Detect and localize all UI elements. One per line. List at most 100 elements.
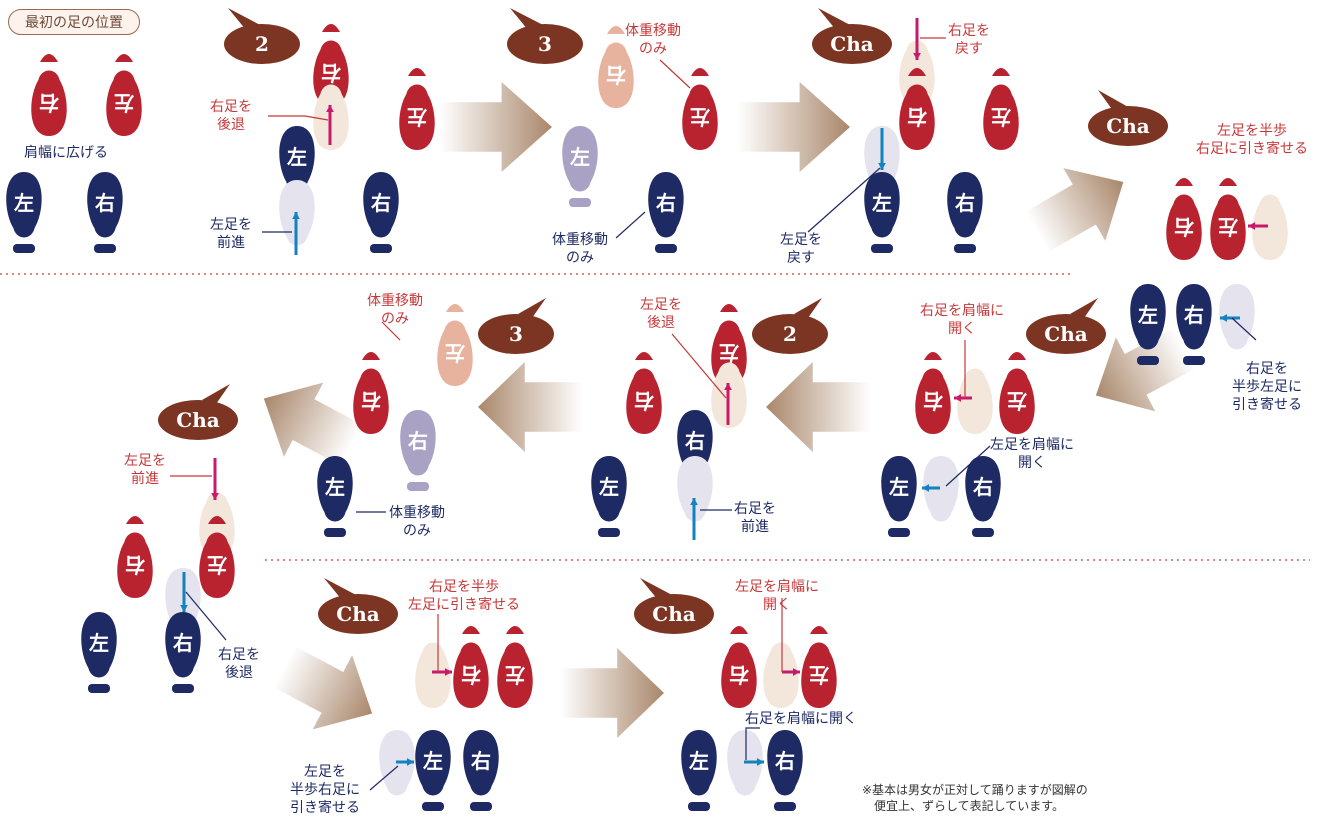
flow-arrow-8	[273, 646, 373, 730]
cha1-man-left: 左	[864, 172, 900, 253]
pointer-r23-w	[381, 321, 401, 341]
bubble-step-3-mid: 3	[478, 298, 554, 354]
r2cha-man-right2: 右	[965, 456, 1001, 537]
label-cha-left-return: 左足を戻す	[780, 232, 822, 266]
cha1-man-right: 右	[947, 172, 983, 253]
r3b-ghost-w	[763, 642, 799, 708]
move-arrow-r2-half	[1220, 314, 1240, 322]
pointer-r3b-m	[745, 727, 760, 760]
r2l-man-left: 左	[81, 612, 117, 693]
bubble-cha-mid-right: Cha	[1026, 298, 1106, 354]
foot-char: 右	[173, 631, 193, 655]
bubble-label: 3	[509, 322, 523, 346]
bubble-cha-bottom-2: Cha	[634, 578, 714, 634]
r2cha-woman-right: 右	[915, 352, 951, 434]
foot-char: 左	[690, 105, 710, 129]
move-arrow-r2-open-w	[954, 394, 972, 402]
foot-char: 左	[809, 663, 829, 687]
foot-char: 左	[991, 105, 1011, 129]
footnote: ※基本は男女が正対して踊りますが図解の 便宜上、ずらして表記しています。	[862, 783, 1088, 813]
foot-char: 右	[973, 475, 993, 499]
s2-woman-left: 左	[399, 68, 435, 150]
foot-char: 左	[114, 91, 134, 115]
label-r2-right-back: 右足を後退	[218, 647, 260, 681]
bubble-label: 2	[783, 322, 797, 346]
move-arrow-r3b-m	[744, 758, 764, 766]
label-r2-left-fwd: 左足を前進	[124, 453, 166, 487]
foot-char: 左	[14, 191, 34, 215]
bubble-label: Cha	[336, 602, 379, 626]
foot-char: 左	[207, 553, 227, 577]
foot-char: 右	[775, 749, 795, 773]
foot-char: 右	[907, 105, 927, 129]
bubble-label: 2	[255, 32, 269, 56]
pointer-r3a-m	[369, 765, 399, 791]
foot-char: 右	[361, 389, 381, 413]
flow-arrow-3	[1025, 168, 1124, 253]
foot-char: 右	[1174, 215, 1194, 239]
flow-arrow-7	[263, 382, 363, 466]
move-arrow-cha-left	[878, 128, 886, 170]
foot-char: 左	[599, 475, 619, 499]
bubble-label: Cha	[176, 408, 219, 432]
foot-char: 左	[1007, 389, 1027, 413]
pointer-r2l-m	[185, 591, 227, 641]
r22-woman-right: 右	[626, 352, 662, 434]
s3-woman-left: 左	[682, 68, 718, 150]
foot-char: 右	[39, 91, 59, 115]
label-s3-weight-top: 体重移動のみ	[625, 23, 681, 57]
foot-char: 左	[287, 145, 307, 169]
title-badge: 最初の足の位置	[8, 9, 140, 35]
foot-char: 左	[1138, 303, 1158, 327]
r2cha-woman-left: 左	[999, 352, 1035, 434]
bubble-cha-bottom-1: Cha	[318, 578, 398, 634]
label-s2-right-back: 右足を後退	[210, 99, 252, 133]
move-arrow-s2-right	[326, 105, 334, 145]
foot-char: 左	[325, 475, 345, 499]
start-man-right: 右	[87, 172, 123, 253]
r3a-woman-left: 左	[497, 626, 533, 708]
r23-man-right: 右	[400, 410, 436, 491]
r3b-woman-left: 左	[801, 626, 837, 708]
label-r3-left-half: 左足を半歩右足に引き寄せる	[290, 764, 360, 816]
label-r2-right-open: 右足を肩幅に開く	[920, 303, 1004, 337]
cha2-ghost-w	[1252, 194, 1288, 260]
r3b-man-left: 左	[681, 730, 717, 811]
label-shoulder-width: 肩幅に広げる	[24, 145, 108, 161]
foot-char: 右	[125, 553, 145, 577]
move-arrow-cha-half	[1248, 222, 1268, 230]
pointer-s2-right	[268, 115, 329, 121]
s2-woman-right: 右	[313, 24, 349, 106]
r2cha-ghost-w	[957, 368, 993, 434]
foot-char: 右	[461, 663, 481, 687]
bubble-cha-left: Cha	[158, 384, 238, 440]
move-arrow-r2-open-m	[922, 484, 940, 492]
label-r2-right-half: 右足を半歩左足に引き寄せる	[1232, 361, 1302, 413]
label-s2-left-fwd: 左足を前進	[210, 217, 252, 251]
foot-char: 右	[729, 663, 749, 687]
foot-char: 左	[719, 341, 739, 365]
r2cha-man-right: 右	[1176, 284, 1212, 365]
bubble-cha-right: Cha	[1088, 90, 1168, 146]
flow-arrow-1	[440, 82, 552, 172]
bubble-label: Cha	[1106, 114, 1149, 138]
pointer-r2-open-m	[945, 445, 991, 487]
foot-char: 左	[872, 191, 892, 215]
bubble-label: 3	[538, 32, 552, 56]
foot-char: 右	[471, 749, 491, 773]
move-arrow-r3a-m	[396, 758, 414, 766]
foot-char: 左	[423, 749, 443, 773]
label-r2-weight-bottom: 体重移動のみ	[389, 505, 445, 539]
flow-arrow-4	[1095, 328, 1195, 412]
cha1-woman-right: 右	[899, 68, 935, 150]
r3a-man-right: 右	[463, 730, 499, 811]
s3-woman-right: 右	[598, 26, 634, 108]
cha2-woman-left: 左	[1210, 178, 1246, 260]
foot-char: 右	[955, 191, 975, 215]
foot-char: 左	[445, 341, 465, 365]
bubble-step-3-top: 3	[507, 8, 583, 64]
label-cha-left-half: 左足を半歩右足に引き寄せる	[1196, 123, 1308, 157]
flow-arrow-5	[766, 362, 870, 452]
